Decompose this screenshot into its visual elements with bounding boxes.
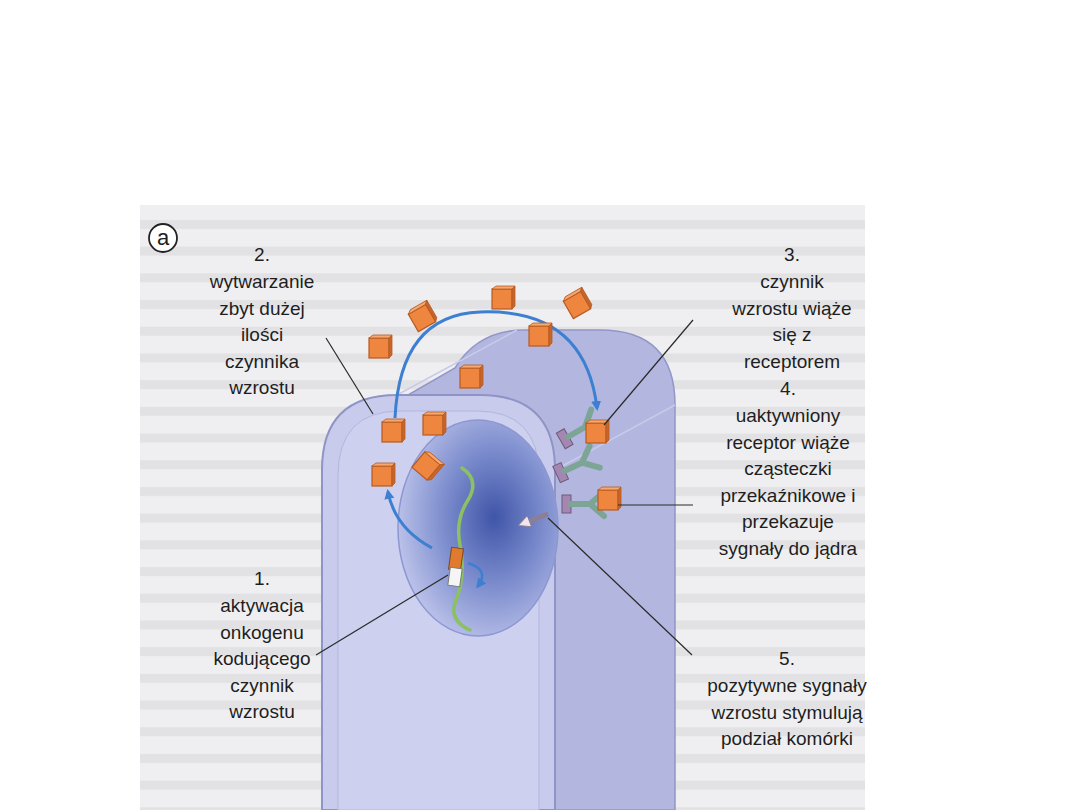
leader-lines [316,320,693,655]
callout-text: aktywacja onkogenu kodującego czynnik wz… [203,593,321,726]
signal-arrow [522,514,548,524]
panel-circle [149,224,177,252]
callout-number: 3. [772,242,812,269]
callout-text: pozytywne sygnały wzrostu stymulują podz… [706,673,868,753]
callout-text: uaktywniony receptor wiąże cząsteczki pr… [708,403,868,563]
growth-factor [369,286,593,486]
callout-number: 1. [242,566,282,593]
dna-oncogene [448,468,482,630]
callout-text: wytwarzanie zbyt dużej ilości czynnika w… [203,269,321,402]
callout-number: 4. [768,376,808,403]
receptor [551,410,621,516]
secretion-arrow [388,492,432,548]
callout-text: czynnik wzrostu wiąże się z receptorem [731,269,853,375]
callout-number: 2. [242,242,282,269]
nucleus [398,420,558,636]
callout-number: 5. [767,646,807,673]
panel-letter: a [149,225,177,251]
cell [322,330,675,810]
